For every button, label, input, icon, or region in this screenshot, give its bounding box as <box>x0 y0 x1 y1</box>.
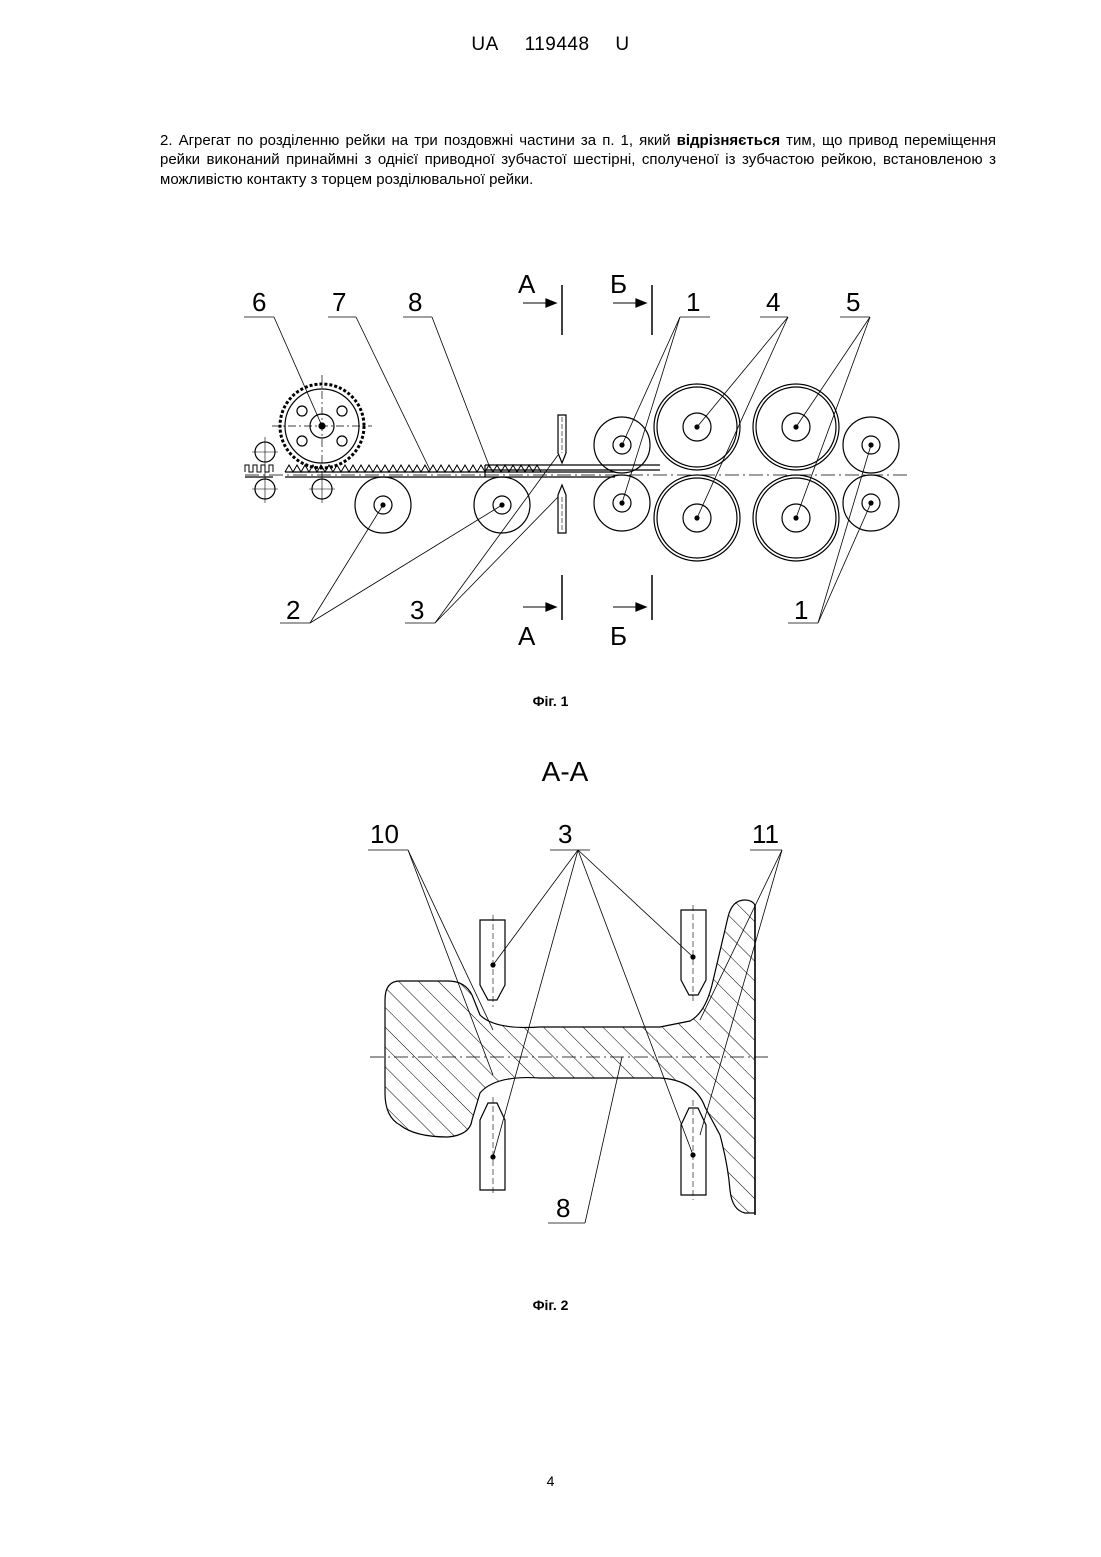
fig1-label-1-bottom: 1 <box>794 595 808 625</box>
claim-paragraph: 2. Агрегат по розділенню рейки на три по… <box>160 131 996 189</box>
fig2-label-3: 3 <box>558 819 572 849</box>
fig1-label-6: 6 <box>252 287 266 317</box>
header-country: UA <box>471 34 498 55</box>
document-header: UA 119448 U <box>0 34 1101 56</box>
header-number: 119448 <box>525 34 590 55</box>
fig2-label-10: 10 <box>370 819 399 849</box>
fig1-label-8: 8 <box>408 287 422 317</box>
fig1-section-b-bottom: Б <box>610 621 627 651</box>
fig2-label-11: 11 <box>752 819 779 849</box>
fig1-label-2: 2 <box>286 595 300 625</box>
fig2-label-8: 8 <box>556 1193 570 1223</box>
page-number: 4 <box>0 1473 1101 1489</box>
fig1-label-5: 5 <box>846 287 860 317</box>
fig1-label-4: 4 <box>766 287 780 317</box>
fig1-section-a-top: А <box>518 269 536 299</box>
claim-text-part1: 2. Агрегат по розділенню рейки на три по… <box>160 132 677 149</box>
fig2-title: А-А <box>542 756 589 787</box>
fig1-section-b-top: Б <box>610 269 627 299</box>
fig1-section-a-bottom: А <box>518 621 536 651</box>
figure-2-caption: Фіг. 2 <box>0 1297 1101 1313</box>
fig1-label-1-top: 1 <box>686 287 700 317</box>
figure-2-drawing: А-А <box>360 745 790 1275</box>
claim-bold-word: відрізняється <box>677 132 780 149</box>
figure-1-drawing: 6 7 8 А Б 1 4 5 2 3 А Б 1 <box>240 265 920 665</box>
figure-1-caption: Фіг. 1 <box>0 693 1101 709</box>
fig1-label-7: 7 <box>332 287 346 317</box>
fig1-label-3: 3 <box>410 595 424 625</box>
header-kind: U <box>615 34 629 55</box>
gear-rack <box>245 465 541 472</box>
